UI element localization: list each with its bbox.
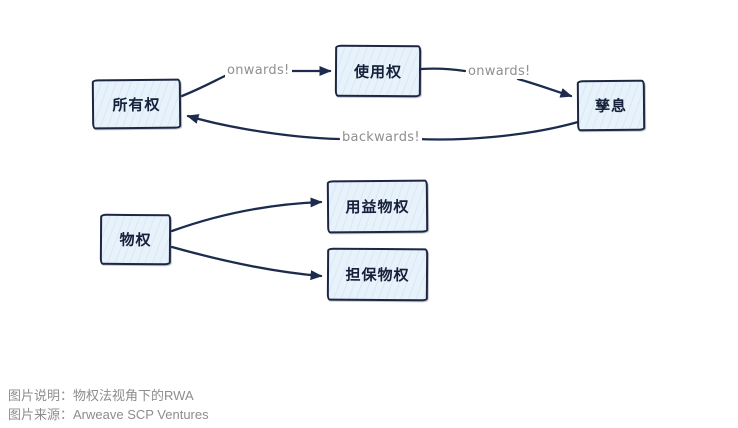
node-security-interests: 担保物权: [326, 247, 429, 302]
edge-usage-to-fruits-head: [516, 77, 573, 98]
edge-label-onwards-1: onwards!: [225, 63, 292, 78]
node-ownership: 所有权: [91, 78, 182, 130]
node-usufructuary-rights-label: 用益物权: [345, 198, 410, 217]
node-usufructuary-rights: 用益物权: [326, 179, 429, 234]
node-usage-rights-label: 使用权: [353, 63, 403, 81]
edge-property-to-security: [170, 245, 323, 281]
edge-label-onwards-2: onwards!: [466, 64, 533, 79]
edge-fruits-to-ownership-tail: [415, 120, 580, 141]
caption-source: 图片来源：Arweave SCP Ventures: [8, 407, 209, 422]
edge-usage-to-fruits-tail: [419, 67, 467, 73]
caption-description: 图片说明：物权法视角下的RWA: [8, 388, 194, 403]
edge-label-backwards: backwards!: [340, 130, 422, 145]
node-fruits-label: 孳息: [594, 97, 628, 116]
figure-caption: 图片说明：物权法视角下的RWA 图片来源：Arweave SCP Venture…: [8, 386, 209, 424]
node-property-rights: 物权: [99, 213, 172, 266]
node-security-interests-label: 担保物权: [345, 266, 410, 285]
node-property-rights-label: 物权: [119, 231, 152, 250]
edge-property-to-usufruct: [170, 197, 323, 233]
edge-ownership-to-usage-tail: [180, 73, 229, 98]
node-usage-rights: 使用权: [334, 44, 422, 98]
node-ownership-label: 所有权: [112, 96, 161, 114]
edge-fruits-to-ownership-head: [186, 114, 341, 141]
node-fruits: 孳息: [576, 79, 646, 132]
